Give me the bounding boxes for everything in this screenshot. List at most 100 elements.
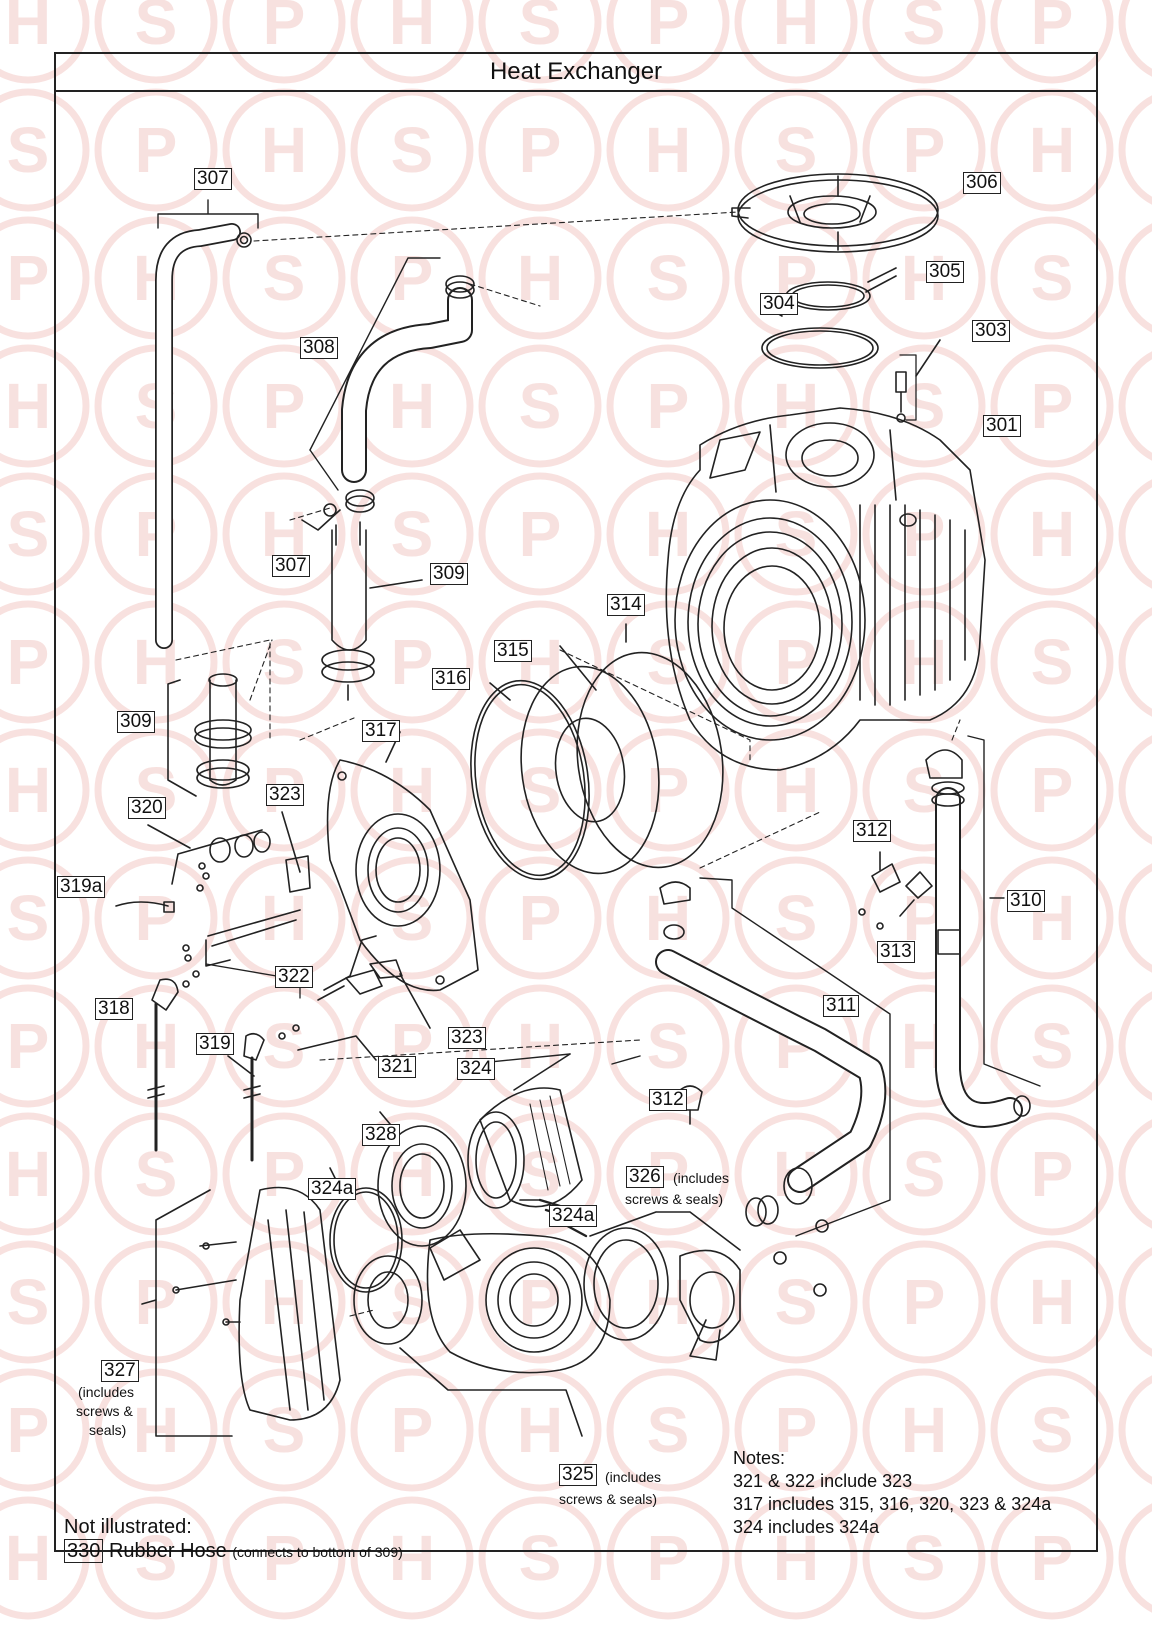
- part-309-trap: [321, 521, 423, 701]
- watermark-circle: [990, 88, 1114, 212]
- watermark-letter: P: [647, 1522, 690, 1594]
- watermark-letter: P: [263, 1138, 306, 1210]
- watermark-circle: [350, 1368, 474, 1492]
- watermark-circle: [0, 344, 90, 468]
- label-301: 301: [983, 415, 1021, 437]
- watermark-letter: S: [1031, 242, 1074, 314]
- watermark-letter: S: [391, 1266, 434, 1338]
- watermark-circle: [94, 0, 218, 84]
- watermark-letter: P: [1031, 1138, 1074, 1210]
- part-306-cover: [731, 173, 939, 253]
- watermark-circle: [222, 1496, 346, 1620]
- label-324a-right: 324a: [549, 1205, 598, 1227]
- label-314: 314: [607, 594, 645, 616]
- part-312-313-clips: [677, 851, 933, 1125]
- watermark-letter: H: [5, 370, 51, 442]
- label-324a-left: 324a: [308, 1178, 357, 1200]
- label-307-clip: 307: [272, 555, 310, 577]
- watermark-letter: P: [903, 1266, 946, 1338]
- watermark-circle: [478, 728, 602, 852]
- watermark-letter: H: [1029, 498, 1075, 570]
- label-306: 306: [963, 172, 1001, 194]
- label-304: 304: [760, 293, 798, 315]
- watermark-circle: [862, 216, 986, 340]
- watermark-letter: H: [773, 1522, 819, 1594]
- watermark-letter: S: [519, 1522, 562, 1594]
- watermark-letter: H: [773, 0, 819, 58]
- watermark-letter: P: [391, 626, 434, 698]
- watermark-circle: [990, 1112, 1114, 1236]
- watermark-letter: P: [1031, 370, 1074, 442]
- watermark-circle: [990, 728, 1114, 852]
- watermark-letter: H: [5, 754, 51, 826]
- watermark-circle: [350, 472, 474, 596]
- part-323-gasket-lower: [369, 959, 431, 1029]
- watermark-circle: [478, 1496, 602, 1620]
- watermark-circle: [606, 0, 730, 84]
- watermark-circle: [222, 728, 346, 852]
- watermark-circle: [734, 1112, 858, 1236]
- watermark-circle: [478, 216, 602, 340]
- watermark-circle: [734, 1496, 858, 1620]
- watermark-letter: H: [5, 1138, 51, 1210]
- label-326: 326: [626, 1166, 664, 1188]
- notes-line: 321 & 322 include 323: [733, 1471, 913, 1491]
- not-illustrated-block: Not illustrated: 330 Rubber Hose (connec…: [64, 1515, 403, 1564]
- watermark-circle: [478, 1240, 602, 1364]
- watermark-circle: [222, 0, 346, 84]
- watermark-circle: [1118, 351, 1152, 461]
- watermark-letter: S: [647, 1394, 690, 1466]
- watermark-letter: H: [389, 370, 435, 442]
- watermark-circle: [478, 856, 602, 980]
- watermark-circle: [862, 0, 986, 84]
- watermark-letter: S: [263, 1010, 306, 1082]
- part-308-hose: [309, 257, 541, 513]
- watermark-circle: [606, 1112, 730, 1236]
- watermark-letter: H: [1029, 1266, 1075, 1338]
- part-name: Rubber Hose: [108, 1540, 227, 1562]
- note-325-includes: (includes: [605, 1469, 662, 1485]
- watermark-circle: [990, 344, 1114, 468]
- watermark-circle: [350, 728, 474, 852]
- watermark-circle: [1118, 223, 1152, 333]
- watermark-circle: [350, 856, 474, 980]
- not-illustrated-item: 330 Rubber Hose (connects to bottom of 3…: [64, 1539, 403, 1564]
- watermark-circle: [734, 1240, 858, 1364]
- watermark-letter: P: [903, 114, 946, 186]
- watermark-letter: P: [135, 114, 178, 186]
- watermark-circle: [990, 0, 1114, 84]
- watermark-letter: S: [7, 114, 50, 186]
- watermark-letter: H: [645, 114, 691, 186]
- watermark-letter: P: [647, 0, 690, 58]
- part-324-burner: [319, 1039, 641, 1209]
- watermark-letter: S: [391, 498, 434, 570]
- note-326-screws-seals: screws & seals): [625, 1191, 724, 1207]
- watermark-letter: P: [647, 370, 690, 442]
- label-319a: 319a: [57, 876, 106, 898]
- part-314-315-316: [470, 623, 751, 881]
- notes-block: Notes: 321 & 322 include 323 317 include…: [733, 1447, 1051, 1539]
- part-317-burner-door: [299, 717, 479, 992]
- watermark-letter: P: [7, 1394, 50, 1466]
- part-303-sensor: [895, 339, 941, 423]
- diagram-frame: Heat Exchanger: [54, 52, 1098, 1552]
- part-code-330: 330: [64, 1539, 104, 1563]
- watermark-letter: S: [7, 1266, 50, 1338]
- watermark-letter: P: [1031, 0, 1074, 58]
- watermark-circle: [222, 472, 346, 596]
- watermark-letter: P: [391, 1394, 434, 1466]
- watermark-circle: [606, 344, 730, 468]
- watermark-circle: [1118, 1375, 1152, 1485]
- watermark-circle: [350, 1496, 474, 1620]
- watermark-letter: H: [901, 1394, 947, 1466]
- watermark-circle: [94, 856, 218, 980]
- watermark-letter: H: [5, 1522, 51, 1594]
- note-327-includes: (includes: [78, 1384, 135, 1400]
- label-328: 328: [362, 1124, 400, 1146]
- watermark-letter: S: [903, 1138, 946, 1210]
- part-321-electrode: [278, 935, 383, 1061]
- label-309-lower: 309: [117, 711, 155, 733]
- watermark-circle: [1118, 607, 1152, 717]
- watermark-circle: [478, 1112, 602, 1236]
- watermark-circle: [94, 1496, 218, 1620]
